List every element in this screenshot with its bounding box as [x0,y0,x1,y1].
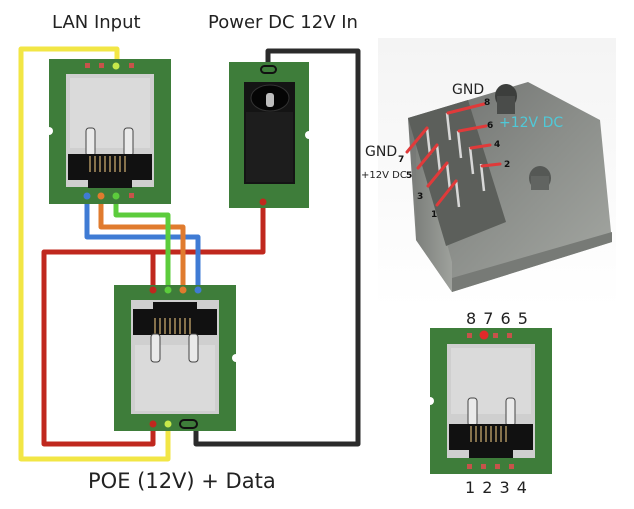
photo-pin-2: 2 [504,160,511,170]
power-in-label: Power DC 12V In [208,12,358,33]
photo-label-12v-left: +12V DC [361,170,407,181]
photo-pin-7: 7 [398,155,405,165]
pinout-bottom-numbers: 1 2 3 4 [465,478,528,497]
wire-red [41,199,266,447]
photo-pins [425,112,486,208]
pinout-top-numbers: 8 7 6 5 [466,309,529,328]
poe-output-module [114,285,240,431]
photo-label-12v-right: +12V DC [499,115,564,131]
photo-pin-5: 5 [406,171,413,181]
photo-pin-3: 3 [417,192,424,202]
lan-input-label: LAN Input [52,12,141,33]
photo-pin-6: 6 [487,121,494,131]
photo-pin-1: 1 [431,210,438,220]
highlighted-pin-7 [479,330,489,340]
poe-output-label: POE (12V) + Data [88,469,276,493]
lan-input-module [45,59,171,204]
wire-green [113,194,171,293]
wire-blue [84,194,201,293]
power-dc-module [229,62,313,208]
photo-pin-8: 8 [484,98,491,108]
rj45-photo [378,38,616,308]
wire-orange [98,194,186,293]
photo-pin-markers [405,102,502,207]
photo-pin-4: 4 [494,140,501,150]
photo-label-gnd-top: GND [452,82,485,98]
photo-label-gnd-left: GND [365,144,398,160]
wire-yellow [18,46,171,462]
pinout-reference-module [426,328,552,474]
